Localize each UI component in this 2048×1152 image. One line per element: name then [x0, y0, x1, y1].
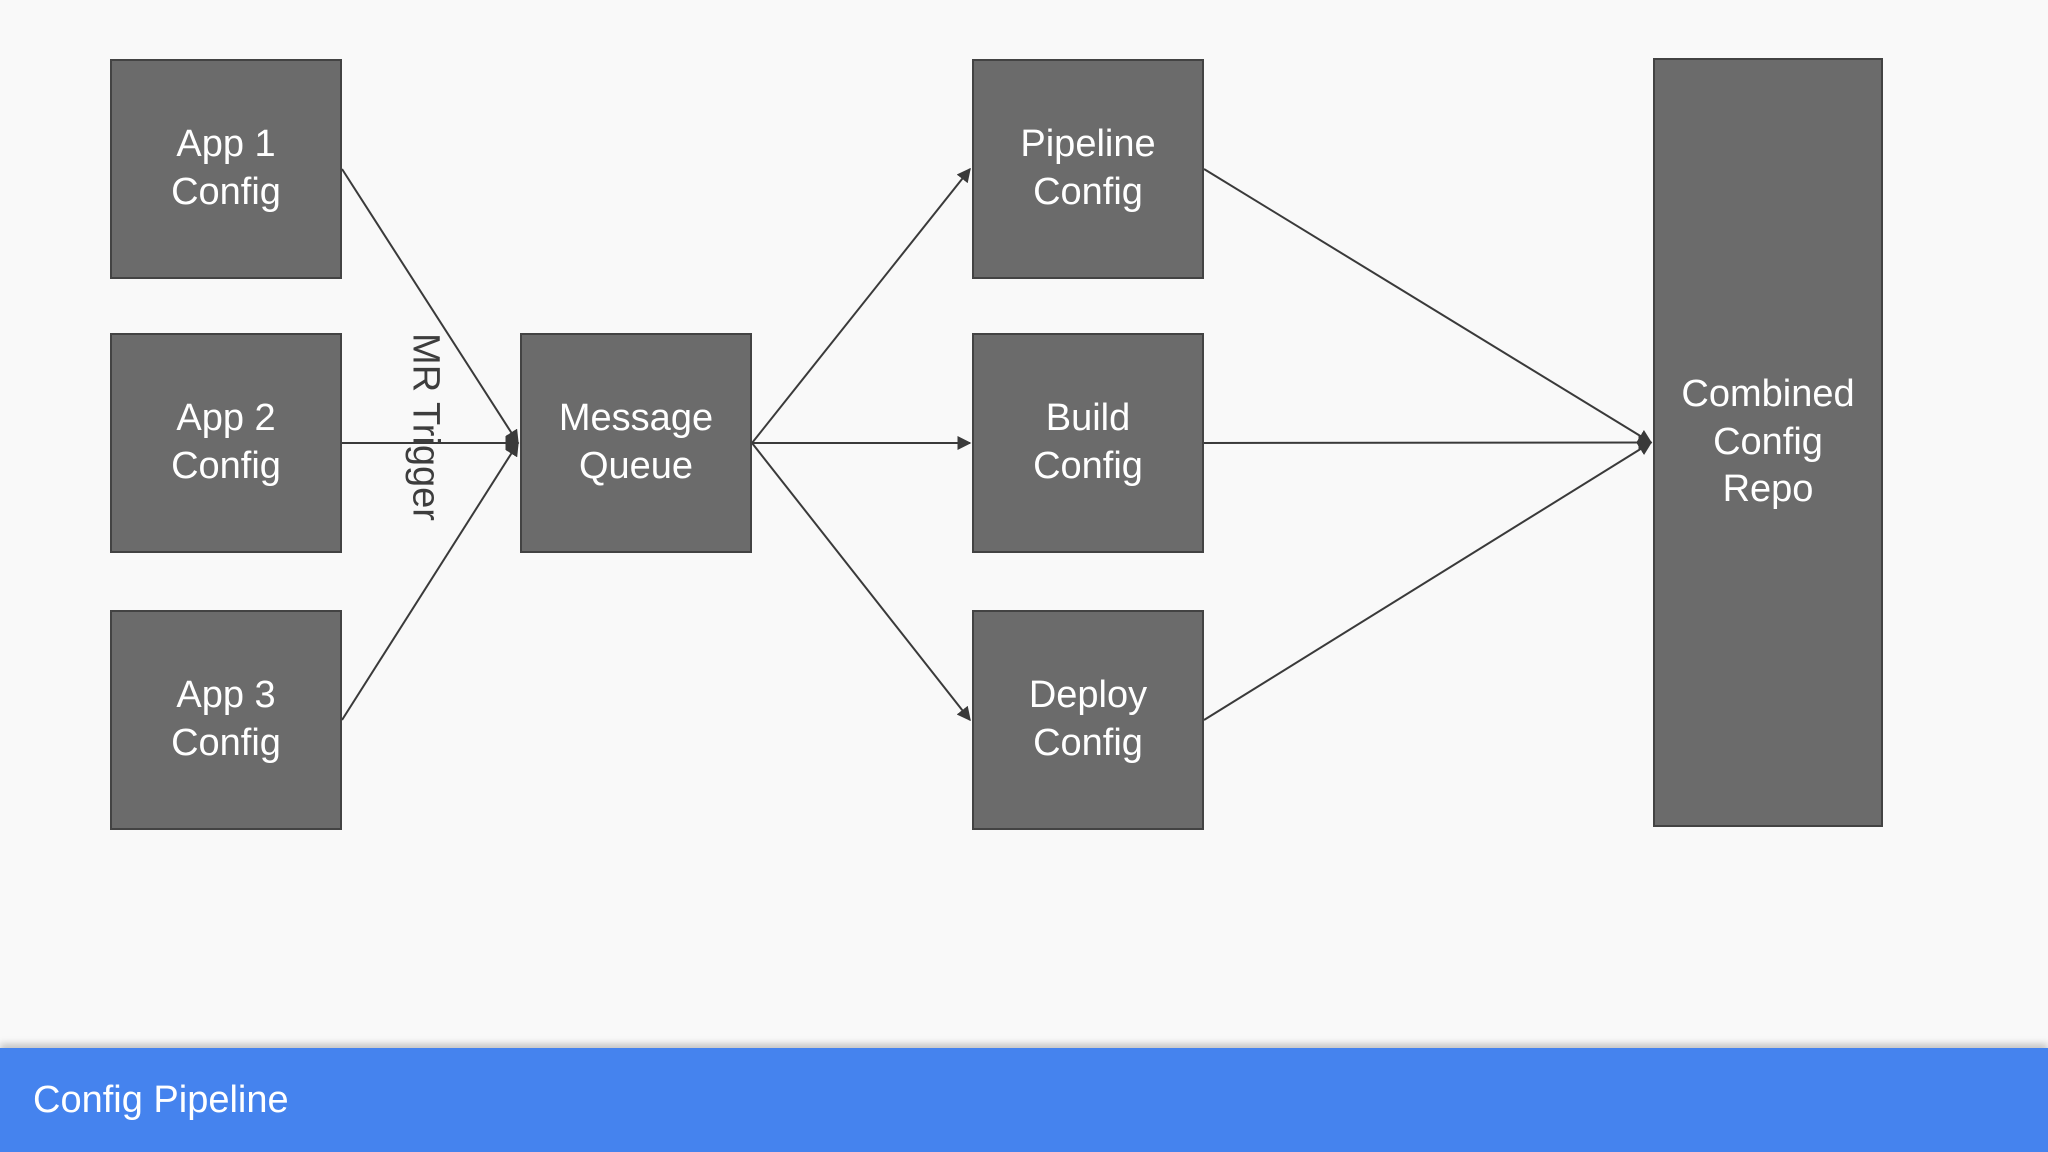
edge-build-to-combined [1203, 435, 1653, 450]
node-combined-config-repo: Combined Config Repo [1653, 58, 1883, 827]
footer-title: Config Pipeline [33, 1078, 289, 1121]
node-app-1-config: App 1 Config [110, 59, 342, 279]
node-deploy-config: Deploy Config [972, 610, 1204, 830]
edge-mq-to-pipeline [751, 167, 971, 444]
node-pipeline-config: Pipeline Config [972, 59, 1204, 279]
node-app-2-config: App 2 Config [110, 333, 342, 553]
edge-pipeline-to-combined [1203, 168, 1653, 444]
edge-mq-to-deploy [751, 442, 971, 722]
edge-deploy-to-combined [1203, 441, 1653, 721]
node-message-queue: Message Queue [520, 333, 752, 553]
node-build-config: Build Config [972, 333, 1204, 553]
node-app-3-config: App 3 Config [110, 610, 342, 830]
mr-trigger-label: MR Trigger [404, 333, 447, 521]
footer-bar: Config Pipeline [0, 1048, 2048, 1152]
